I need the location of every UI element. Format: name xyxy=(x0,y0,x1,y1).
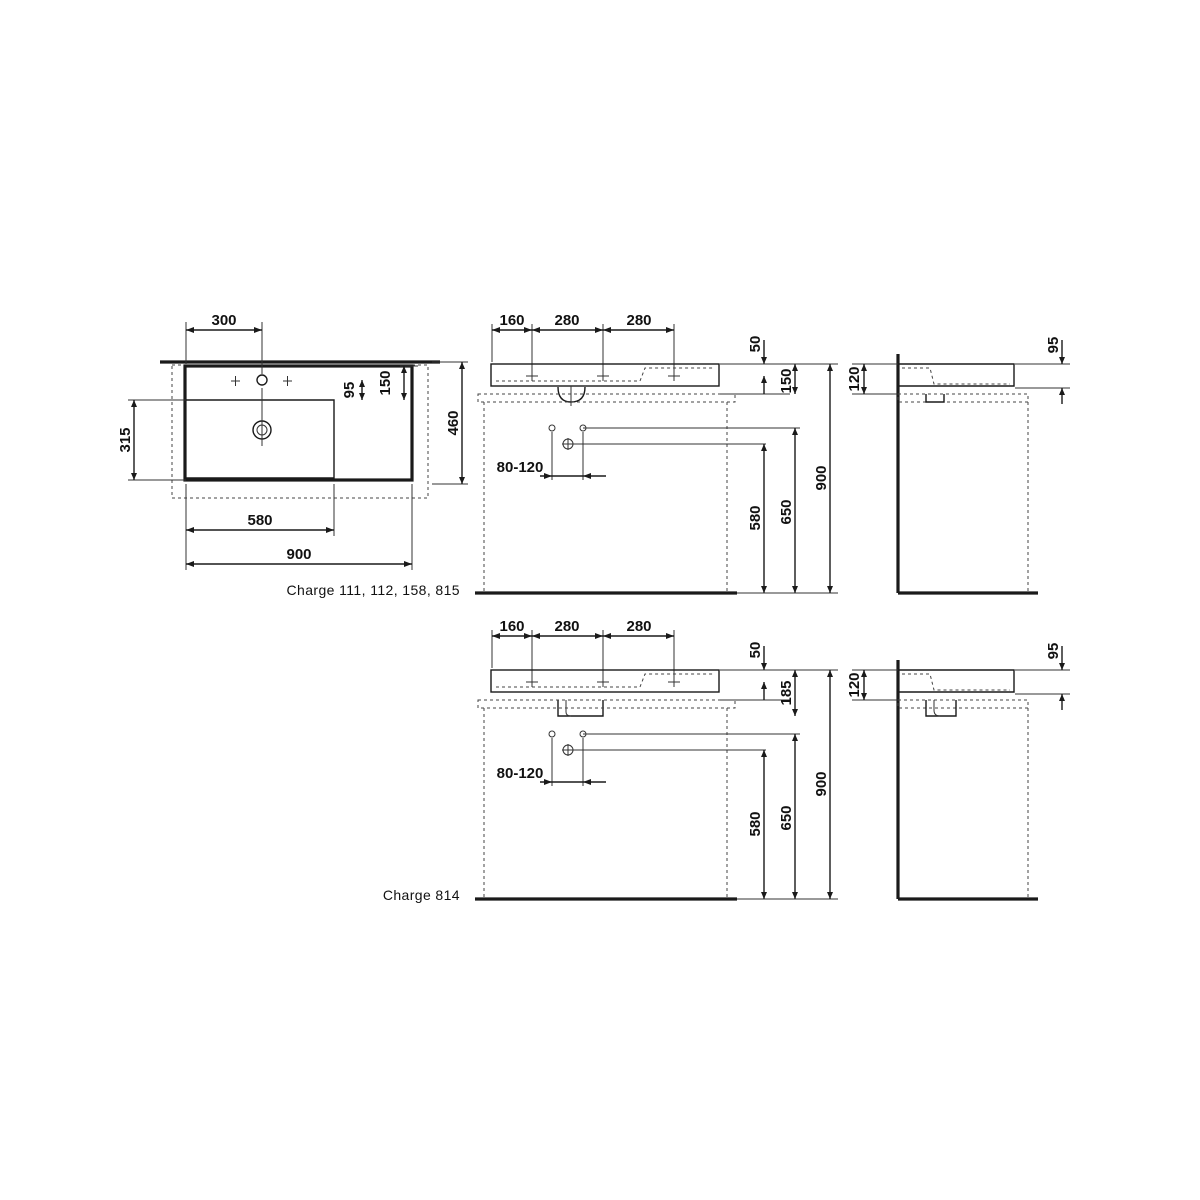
front-elevation-2: 160 280 280 80-120 50 xyxy=(383,618,838,903)
e1-dim-650: 650 xyxy=(778,499,795,524)
plan-dim-315: 315 xyxy=(117,427,134,452)
e1-dim-160: 160 xyxy=(499,312,524,329)
e1-dim-280-a: 280 xyxy=(554,312,579,329)
plan-dim-460: 460 xyxy=(445,410,462,435)
plan-dim-95: 95 xyxy=(341,382,358,399)
s1-dim-120: 120 xyxy=(846,366,863,391)
e2-dim-185: 185 xyxy=(778,680,795,705)
e1-dim-150: 150 xyxy=(778,368,795,393)
e2-dim-650: 650 xyxy=(778,805,795,830)
e2-dim-160: 160 xyxy=(499,618,524,635)
e2-dim-50: 50 xyxy=(747,642,764,659)
plan-view: 300 95 150 315 460 580 900 Charge 1 xyxy=(117,312,468,598)
s2-dim-120: 120 xyxy=(846,672,863,697)
side-view-1: 95 120 xyxy=(846,337,1070,595)
e1-dim-280-b: 280 xyxy=(626,312,651,329)
plan-dim-580: 580 xyxy=(247,512,272,529)
e1-dim-900: 900 xyxy=(813,465,830,490)
e1-dim-580: 580 xyxy=(747,505,764,530)
e2-dim-80-120: 80-120 xyxy=(497,765,544,782)
e2-dim-580: 580 xyxy=(747,811,764,836)
caption-charge-2: Charge 814 xyxy=(383,887,460,903)
e2-dim-280-a: 280 xyxy=(554,618,579,635)
plan-dim-150: 150 xyxy=(377,370,394,395)
side-view-2: 95 120 xyxy=(846,643,1070,901)
s1-dim-95: 95 xyxy=(1045,337,1062,354)
plan-dim-300: 300 xyxy=(211,312,236,329)
plan-dim-900: 900 xyxy=(286,546,311,563)
e2-dim-280-b: 280 xyxy=(626,618,651,635)
e1-dim-50: 50 xyxy=(747,336,764,353)
e2-dim-900: 900 xyxy=(813,771,830,796)
s2-dim-95: 95 xyxy=(1045,643,1062,660)
caption-charge-1: Charge 111, 112, 158, 815 xyxy=(287,582,460,598)
e1-dim-80-120: 80-120 xyxy=(497,459,544,476)
front-elevation-1: 160 280 280 80-120 xyxy=(475,312,838,595)
